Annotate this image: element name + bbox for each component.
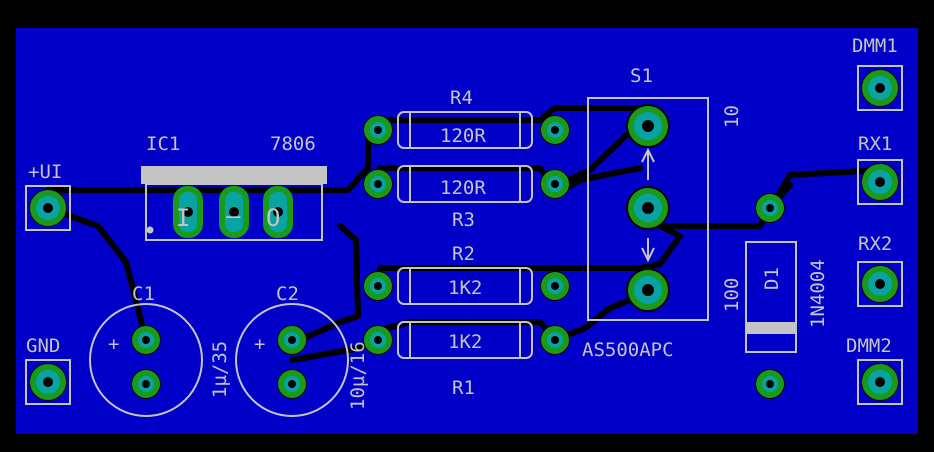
c2-plus-sign: +: [254, 333, 265, 355]
ic1-heatsink-tab: [141, 166, 327, 184]
label-r2: R2: [452, 243, 475, 265]
gnd-outline: [25, 359, 71, 405]
rx1-outline: [857, 159, 903, 205]
label-r3: R3: [452, 209, 475, 231]
r4-body: [397, 111, 533, 149]
label-r4-value: 120R: [440, 125, 486, 147]
ic1-pin-o-label: O: [266, 204, 280, 232]
r2-body: [397, 267, 533, 305]
label-plus-ui: +UI: [28, 161, 62, 183]
ic1-pin-g-label: –: [226, 202, 241, 230]
ic1-pin1-dot: [146, 226, 154, 234]
label-rx1: RX1: [858, 133, 892, 155]
label-r1-value: 1K2: [448, 331, 482, 353]
d1-outline: [745, 241, 797, 353]
label-ic1-value: 7806: [270, 133, 316, 155]
label-ic1: IC1: [146, 133, 180, 155]
dmm2-outline: [857, 359, 903, 405]
rx2-outline: [857, 261, 903, 307]
label-r2-value: 1K2: [448, 277, 482, 299]
label-s1-pos-top: 10: [721, 105, 743, 128]
label-d1-value: 1N4004: [807, 259, 829, 328]
plus-ui-outline: [25, 185, 71, 231]
pads: [29, 69, 899, 401]
ic1-outline: [145, 183, 323, 241]
r1-body: [397, 321, 533, 359]
ic1-pin-labels: I – O: [176, 202, 280, 232]
label-r3-value: 120R: [440, 177, 486, 199]
label-rx2: RX2: [858, 233, 892, 255]
resistor-bodies: [397, 111, 533, 359]
labels: +UI GND IC1 7806 C1 C2 + + 1µ/35 10µ/16 …: [26, 35, 898, 410]
dmm1-outline: [857, 65, 903, 111]
silkscreen: [25, 65, 903, 417]
label-d1: D1: [761, 267, 783, 290]
c1-outline: [89, 303, 203, 417]
label-c2-value: 10µ/16: [347, 341, 369, 410]
label-r4: R4: [450, 87, 473, 109]
label-s1: S1: [630, 65, 653, 87]
c1-plus-sign: +: [108, 333, 119, 355]
board-copper: [16, 28, 918, 434]
d1-cathode-band: [746, 322, 796, 334]
label-c1: C1: [132, 283, 155, 305]
label-dmm2: DMM2: [846, 335, 892, 357]
label-dmm1: DMM1: [852, 35, 898, 57]
label-r1: R1: [452, 377, 475, 399]
c2-outline: [235, 303, 349, 417]
label-s1-pos-bottom: 100: [721, 278, 743, 312]
ic1-pin-i-label: I: [176, 204, 190, 232]
label-s1-part: AS500APC: [582, 339, 674, 361]
label-c2: C2: [276, 283, 299, 305]
label-gnd: GND: [26, 335, 60, 357]
label-c1-value: 1µ/35: [209, 341, 231, 398]
r3-body: [397, 165, 533, 203]
s1-outline: [587, 97, 709, 321]
